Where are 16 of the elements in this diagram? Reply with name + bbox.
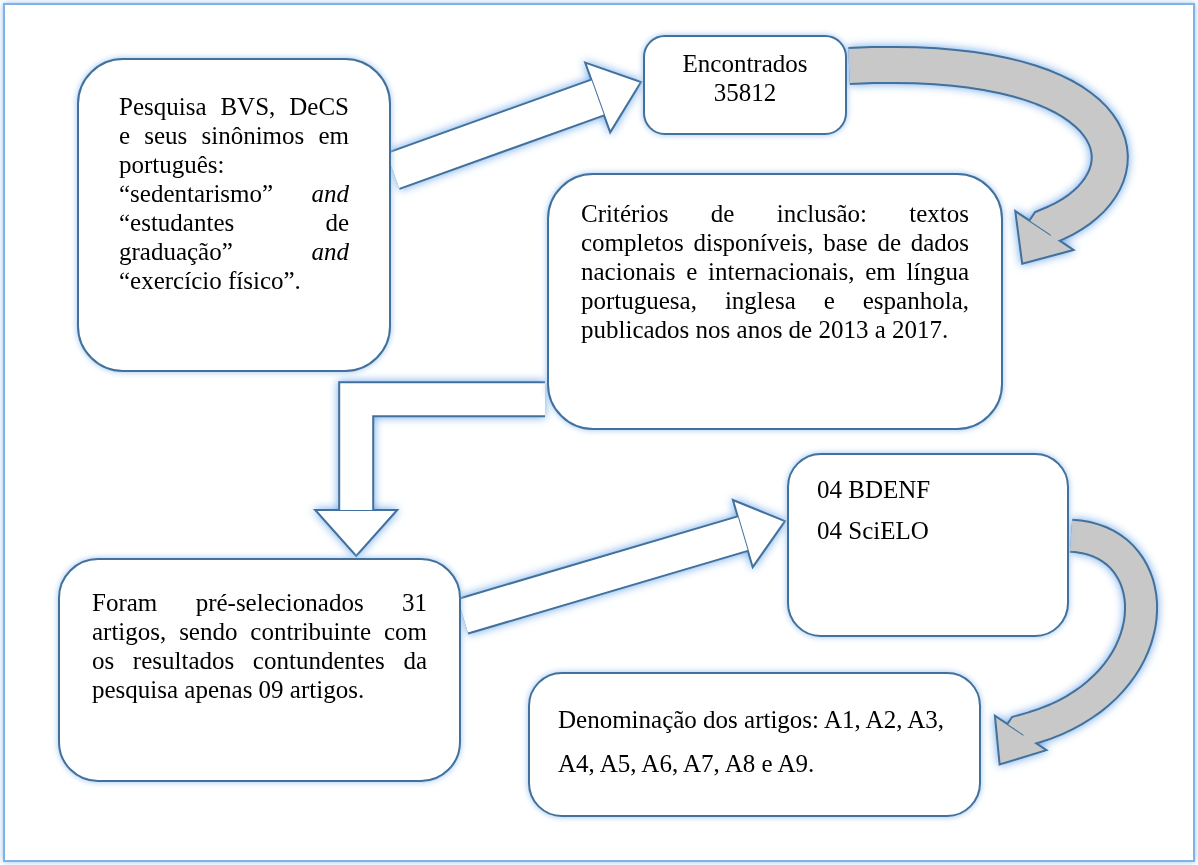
block-arrow bbox=[993, 518, 1158, 766]
box-text: Denominação dos artigos: A1, A2, A3, A4, A5, A6, A7, A8 e A9. bbox=[558, 705, 946, 779]
box-text: Pesquisa BVS, DeCS e seus sinônimos em português: “sedentarismo” and “estudantes de graduação” and “exercício físico”. bbox=[119, 92, 349, 295]
box-text: 04 BDENF bbox=[817, 475, 932, 504]
box-text: Critérios de inclusão: textos completos disponíveis, base de dados nacionais e internacionais, em língua portuguesa, inglesa e espanhola, publicados nos anos de 2013 a 2017. bbox=[581, 199, 969, 344]
block-arrow bbox=[848, 45, 1129, 265]
rounded-box bbox=[643, 35, 847, 135]
box-text: 04 SciELO bbox=[817, 516, 930, 545]
rounded-box bbox=[528, 672, 981, 817]
rounded-box bbox=[58, 558, 461, 782]
rounded-box bbox=[787, 453, 1069, 637]
box-text: Foram pré-selecionados 31 artigos, sendo contribuinte com os resultados contundentes da pesquisa apenas 09 artigos. bbox=[92, 588, 427, 704]
block-arrow bbox=[314, 381, 545, 557]
box-text: Encontrados 35812 bbox=[681, 49, 809, 107]
rounded-box bbox=[547, 173, 1003, 430]
rounded-box bbox=[77, 58, 391, 372]
